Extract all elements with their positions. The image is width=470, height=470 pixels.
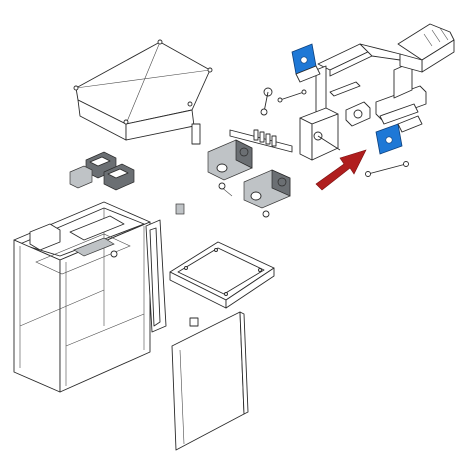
front-door-panel [171, 311, 249, 451]
top-cover [73, 39, 213, 141]
control-components [69, 123, 201, 215]
lower-blue-bracket [375, 103, 423, 155]
lower-cabinet [13, 201, 151, 393]
base-frame [169, 241, 275, 327]
drive-shaft [229, 129, 293, 153]
gear-motor-lower [218, 169, 291, 218]
link-rods [260, 87, 409, 177]
arm-linkage [299, 43, 427, 161]
pointer-arrow [315, 149, 367, 191]
side-panel [145, 219, 167, 333]
motor-housing [397, 23, 455, 73]
gear-motor-upper [207, 139, 253, 181]
upper-blue-bracket [291, 43, 321, 83]
